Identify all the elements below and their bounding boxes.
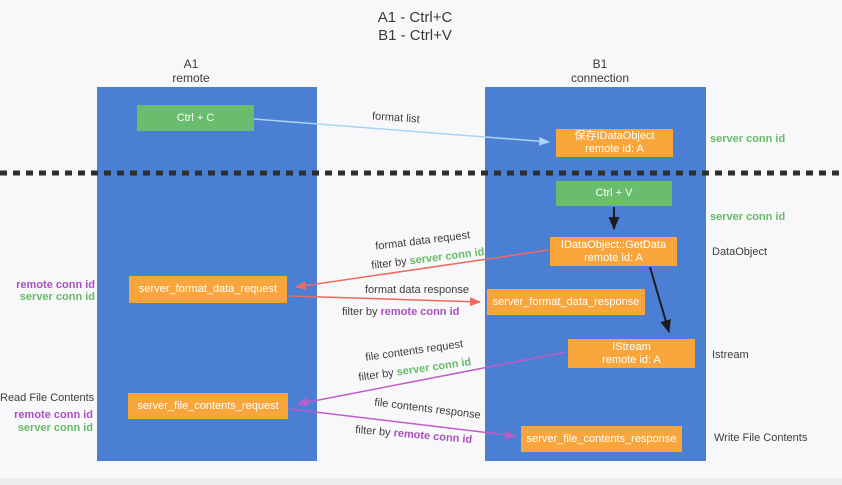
server-conn-id-text: server conn id [395,356,473,379]
file-contents-response-label: file contents response [373,396,482,422]
format-data-response-filter-label: filter by remote conn id [342,306,459,318]
filter-by-text: filter by [354,423,395,440]
lifeline-a-name: remote [172,71,210,85]
remote-conn-id-text: remote conn id [380,306,460,318]
lifeline-a-header: A1 remote [131,57,251,85]
remote-conn-id-label-left-2: remote conn id [14,409,93,421]
format-data-response-arrow [288,295,482,307]
istream-node-line2: remote id: A [602,353,661,366]
filter-by-text: filter by [370,255,411,272]
server-conn-id-label-mid-right: server conn id [710,211,786,223]
diagram-title-line2: B1 - Ctrl+V [378,27,452,44]
istream-node: IStream remote id: A [568,339,695,368]
bottom-bar [0,478,842,485]
save-idataobject-line1: 保存IDataObject [574,130,655,142]
remote-conn-id-label-left: remote conn id [16,279,95,291]
format-data-response-label: format data response [365,284,469,296]
server-format-data-request-node: server_format_data_request [129,276,287,303]
dataobject-label: DataObject [712,246,768,258]
server-conn-id-label-left: server conn id [19,291,95,303]
save-idataobject-node: 保存IDataObject remote id: A [556,129,673,157]
save-idataobject-line2: remote id: A [585,143,644,155]
server-file-contents-response-node: server_file_contents_response [521,426,682,452]
server-format-data-request-label: server_format_data_request [138,283,278,295]
read-file-contents-label: Read File Contents [0,392,95,404]
lifeline-b-id: B1 [592,57,608,71]
server-conn-id-text: server conn id [408,246,486,268]
filter-by-text: filter by [357,366,398,384]
server-file-contents-request-label: server_file_contents_request [137,399,279,412]
ctrl-c-label: Ctrl + C [176,111,215,124]
lifeline-a-id: A1 [183,57,199,71]
ctrl-c-node: Ctrl + C [137,105,254,131]
ctrl-v-label: Ctrl + V [595,187,633,199]
format-list-label: format list [371,110,421,126]
istream-label: Istream [712,349,749,361]
server-conn-id-label-top-right: server conn id [710,133,786,145]
lifeline-b-header: B1 connection [540,57,660,85]
file-contents-response-filter-label: filter by remote conn id [355,424,473,446]
diagram-title: A1 - Ctrl+C B1 - Ctrl+V [340,9,490,45]
idataobject-getdata-line2: remote id: A [584,251,643,264]
ctrl-v-node: Ctrl + V [556,181,672,206]
server-format-data-response-node: server_format_data_response [487,289,645,315]
remote-conn-id-text: remote conn id [393,427,473,447]
istream-node-line1: IStream [612,340,651,353]
lifeline-b-name: connection [570,71,630,85]
write-file-contents-label: Write File Contents [714,432,808,444]
idataobject-getdata-node: IDataObject::GetData remote id: A [550,237,677,266]
idataobject-getdata-line1: IDataObject::GetData [560,238,667,251]
server-format-data-response-label: server_format_data_response [492,295,640,308]
filter-by-text: filter by [342,306,381,318]
server-file-contents-request-node: server_file_contents_request [128,393,288,419]
server-conn-id-label-left-2: server conn id [17,422,93,434]
server-file-contents-response-label: server_file_contents_response [526,432,677,445]
diagram-title-line1: A1 - Ctrl+C [377,9,453,26]
